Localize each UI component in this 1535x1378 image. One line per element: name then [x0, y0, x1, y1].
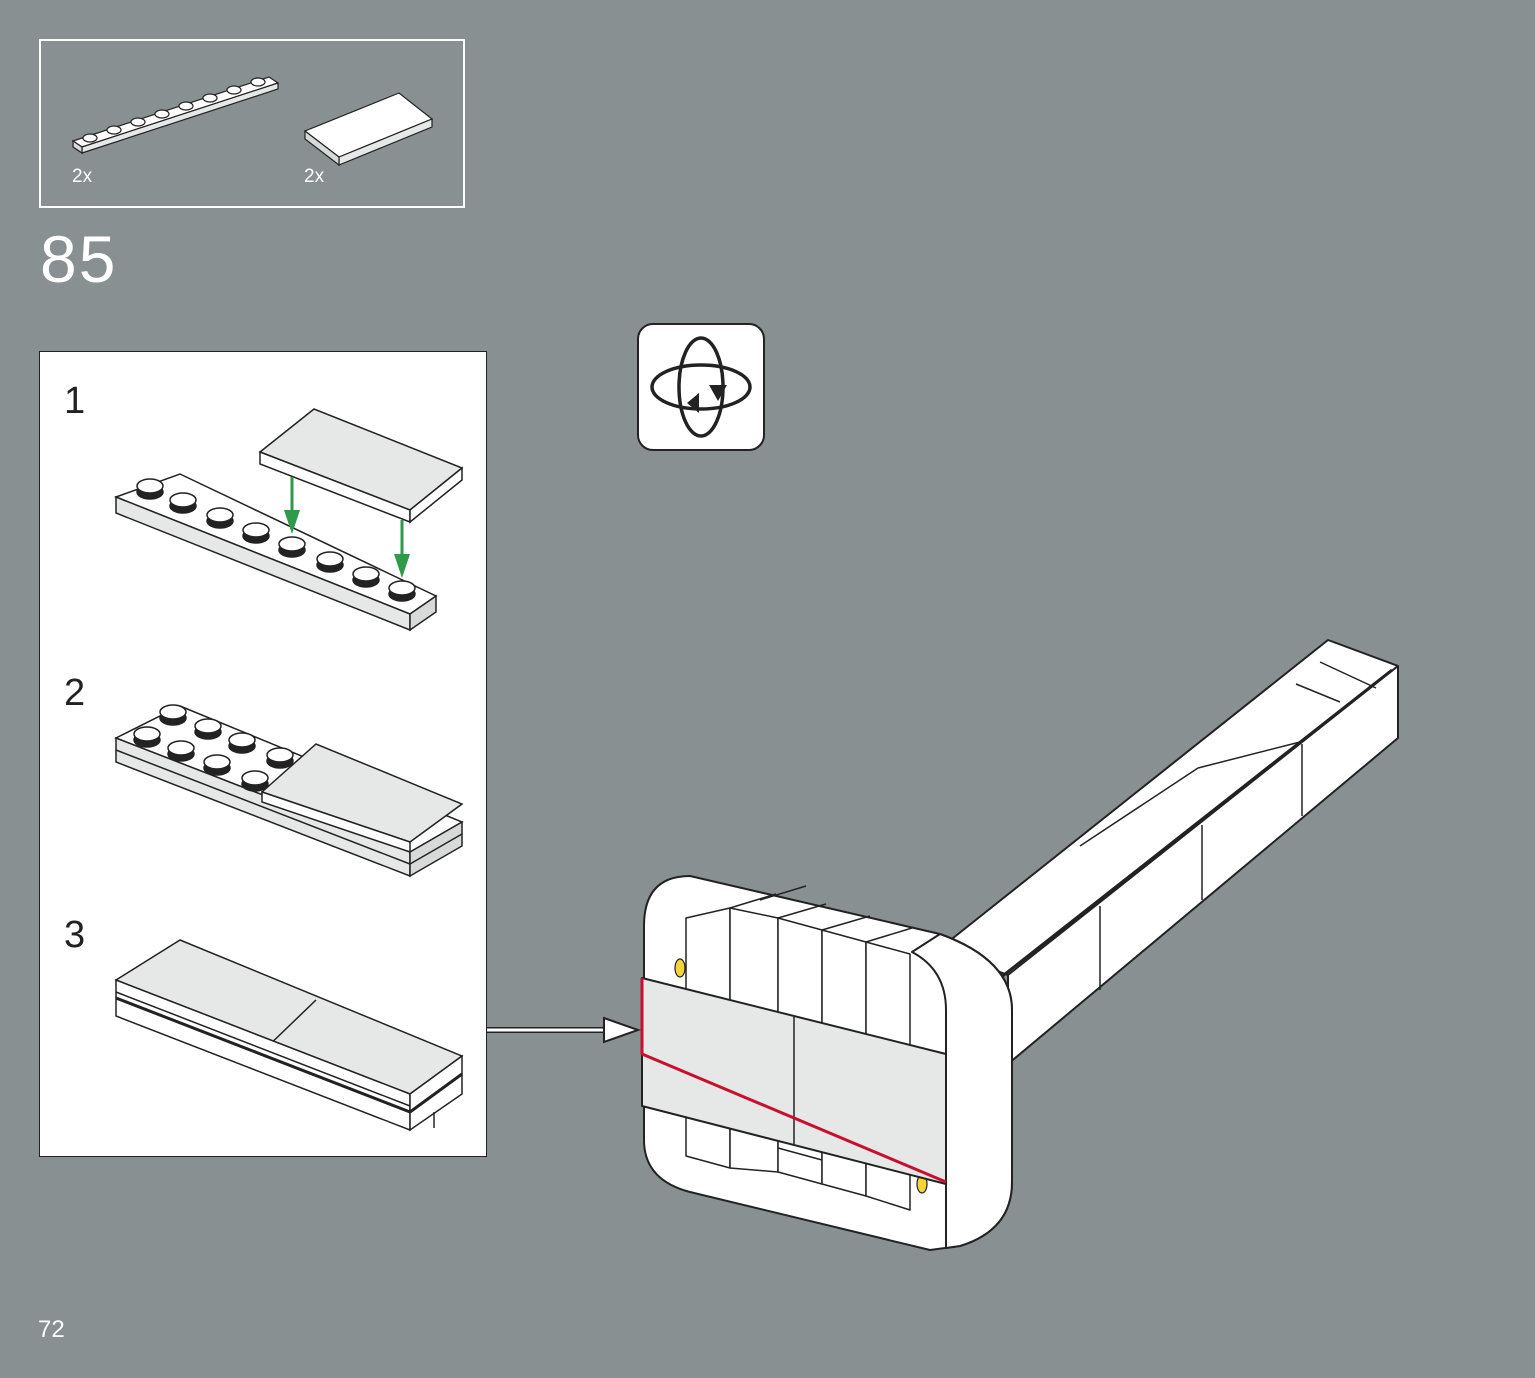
parts-illustration — [71, 76, 434, 167]
sub-step-3-illustration — [114, 939, 464, 1132]
sub-step-2-illustration — [114, 704, 464, 878]
sub-step-number-1: 1 — [64, 380, 86, 422]
sub-assembly-panel: 1 2 3 — [39, 351, 487, 1157]
part-quantity-tile: 2x — [304, 166, 325, 187]
page-number: 72 — [38, 1316, 65, 1343]
sub-assembly-illustration — [113, 408, 464, 1132]
rotate-model-icon — [650, 336, 752, 438]
tile-2x4-icon — [303, 92, 434, 167]
callout-arrow-icon — [487, 1016, 642, 1044]
sub-step-1-illustration — [113, 408, 464, 632]
part-quantity-plate: 2x — [72, 166, 93, 187]
parts-list-box: 2x 2x — [39, 39, 465, 208]
sub-step-number-2: 2 — [64, 672, 86, 714]
rotate-model-badge — [637, 323, 765, 451]
plate-1x8-icon — [71, 76, 280, 155]
sub-step-number-3: 3 — [64, 914, 86, 956]
step-number: 85 — [40, 222, 118, 296]
